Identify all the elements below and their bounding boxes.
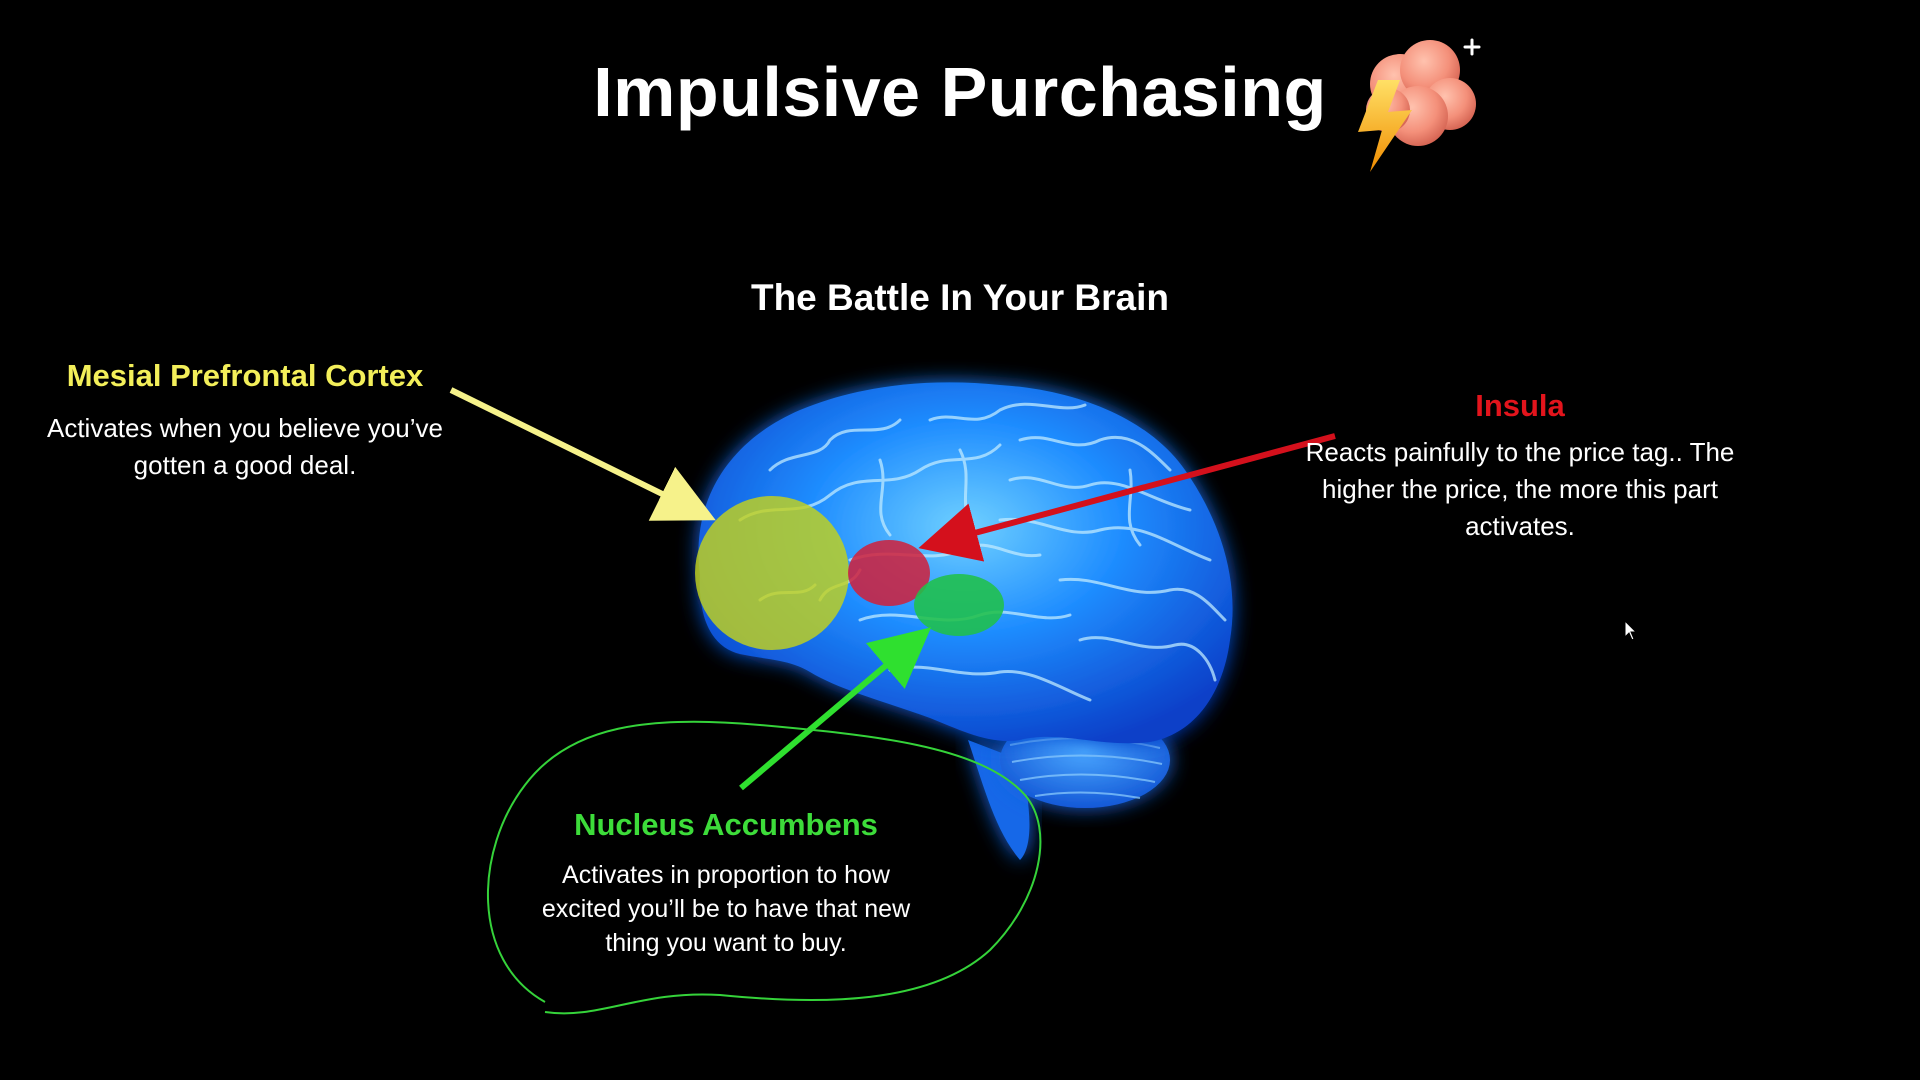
insula-arrow xyxy=(918,433,1336,562)
insula-highlight xyxy=(848,540,930,606)
insula-description: Reacts painfully to the price tag.. The … xyxy=(1305,437,1735,541)
mpfc-label: Mesial Prefrontal Cortex xyxy=(66,358,424,393)
nucleus-accumbens-arrow xyxy=(739,627,932,791)
slide-title: Impulsive Purchasing xyxy=(593,53,1327,131)
nucleus-accumbens-description: Activates in proportion to how excited y… xyxy=(541,861,911,957)
slide-subtitle: The Battle In Your Brain xyxy=(750,277,1170,318)
nucleus-accumbens-label: Nucleus Accumbens xyxy=(574,807,878,842)
insula-label: Insula xyxy=(1475,388,1565,423)
mouse-cursor-icon xyxy=(1624,620,1638,641)
storm-cloud-lightning-icon xyxy=(1358,38,1481,172)
nucleus-accumbens-highlight xyxy=(914,574,1004,636)
mpfc-arrow xyxy=(449,387,716,521)
nucleus-accumbens-outline xyxy=(486,720,1042,1015)
mpfc-highlight xyxy=(695,496,849,650)
cerebrum xyxy=(698,382,1233,744)
mpfc-description: Activates when you believe you’ve gotten… xyxy=(46,413,443,480)
